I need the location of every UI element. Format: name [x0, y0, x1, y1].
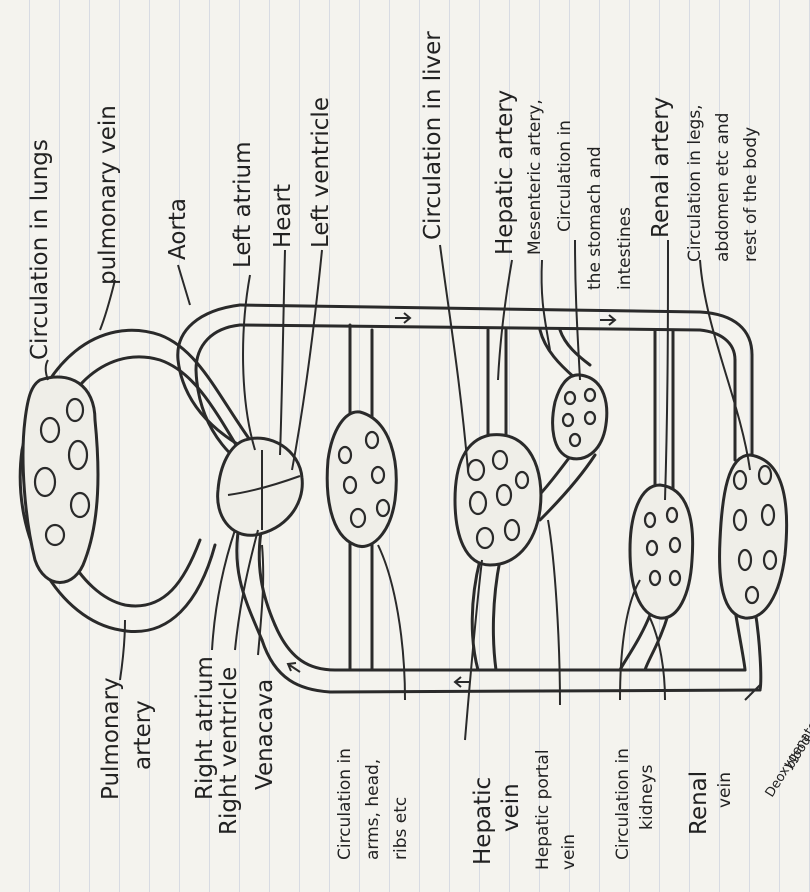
label-hepatic-vein-line2: vein [498, 783, 524, 832]
leader-circulation-legs [700, 260, 750, 470]
legs-vein-inner [755, 610, 761, 690]
leader-renal-artery [665, 240, 668, 500]
arms-capillaries [327, 412, 396, 547]
label-aorta: Aorta [165, 198, 191, 260]
label-circulation-lungs: Circulation in lungs [27, 139, 53, 360]
leader-aorta [178, 265, 190, 305]
heart-body [218, 438, 303, 535]
label-pulmonary-artery-line2: artery [130, 700, 156, 770]
label-circulation-stomach-line2: the stomach and [585, 146, 605, 290]
label-circulation-kidneys-line2: kidneys [637, 764, 657, 830]
leader-left-atrium [243, 275, 255, 450]
stomach-capillary-bed [553, 375, 607, 459]
mesenteric-artery-vessel [540, 330, 575, 378]
leader-right-ventricle [235, 530, 258, 650]
label-hepatic-portal-vein-line1: Hepatic portal [533, 749, 553, 870]
label-circulation-arms-line3: ribs etc [391, 797, 411, 860]
label-renal-vein-line2: vein [715, 772, 735, 808]
kidneys [630, 485, 693, 618]
flow-arrow [600, 315, 615, 325]
mesenteric-artery-vessel-inner [560, 330, 590, 365]
label-circulation-kidneys-line1: Circulation in [613, 748, 633, 860]
leader-circulation-arms [378, 545, 405, 700]
flow-arrow [288, 663, 300, 672]
legs-body-capillaries [720, 455, 787, 618]
venous-trunk-bottom-outer [262, 640, 760, 692]
legs-capillary-bed [720, 455, 787, 618]
label-circulation-stomach-line3: intestines [615, 207, 635, 290]
liver [455, 435, 541, 565]
leader-circulation-lungs [46, 360, 48, 380]
label-heart: Heart [270, 184, 296, 248]
vena-cava-vessel [237, 520, 262, 640]
label-renal-vein-line1: Renal [686, 771, 712, 835]
flow-arrow [455, 677, 470, 687]
venous-trunk-bottom-inner [275, 625, 745, 670]
label-hepatic-portal-vein-line2: vein [559, 834, 579, 870]
label-left-atrium: Left atrium [230, 141, 256, 268]
hepatic-portal-vessel-inner [540, 455, 595, 520]
heart [218, 438, 303, 535]
label-right-ventricle: Right ventricle [216, 667, 242, 835]
flow-arrow [395, 313, 410, 323]
label-circulation-arms-line2: arms, head, [363, 759, 383, 860]
kidney-capillary-bed [630, 485, 693, 618]
leader-hepatic-portal [548, 520, 560, 705]
hepatic-vein-vessel-inner [493, 560, 500, 670]
leader-deoxygenated [745, 685, 760, 700]
stomach-intestines [553, 375, 607, 459]
label-renal-artery: Renal artery [648, 97, 674, 238]
leader-pulmonary-vein [100, 280, 115, 330]
label-pulmonary-vein: pulmonary vein [95, 105, 121, 285]
lungs [23, 377, 98, 583]
label-vena-cava: Venacava [252, 679, 278, 790]
leader-heart [280, 250, 285, 455]
label-circulation-legs-line1: Circulation in legs, [685, 104, 705, 262]
label-circulation-stomach-line1: Circulation in [555, 120, 575, 232]
label-mesenteric-artery: Mesenteric artery, [525, 99, 545, 255]
leader-circulation-liver [440, 245, 468, 470]
label-circulation-legs-line2: abdomen etc and [713, 113, 733, 262]
label-circulation-legs-line3: rest of the body [741, 127, 761, 262]
label-circulation-liver: Circulation in liver [420, 31, 446, 240]
labels-bottom: Pulmonary artery Right atrium Right vent… [98, 656, 810, 870]
label-right-atrium: Right atrium [192, 656, 218, 800]
renal-vein-vessel [620, 615, 650, 670]
renal-vein-vessel-inner [645, 615, 668, 670]
leader-left-ventricle [292, 250, 322, 470]
label-hepatic-artery: Hepatic artery [492, 90, 518, 255]
label-pulmonary-artery-line1: Pulmonary [98, 677, 124, 800]
label-hepatic-vein-line1: Hepatic [470, 777, 496, 865]
label-circulation-arms-line1: Circulation in [335, 748, 355, 860]
label-left-ventricle: Left ventricle [308, 97, 334, 248]
